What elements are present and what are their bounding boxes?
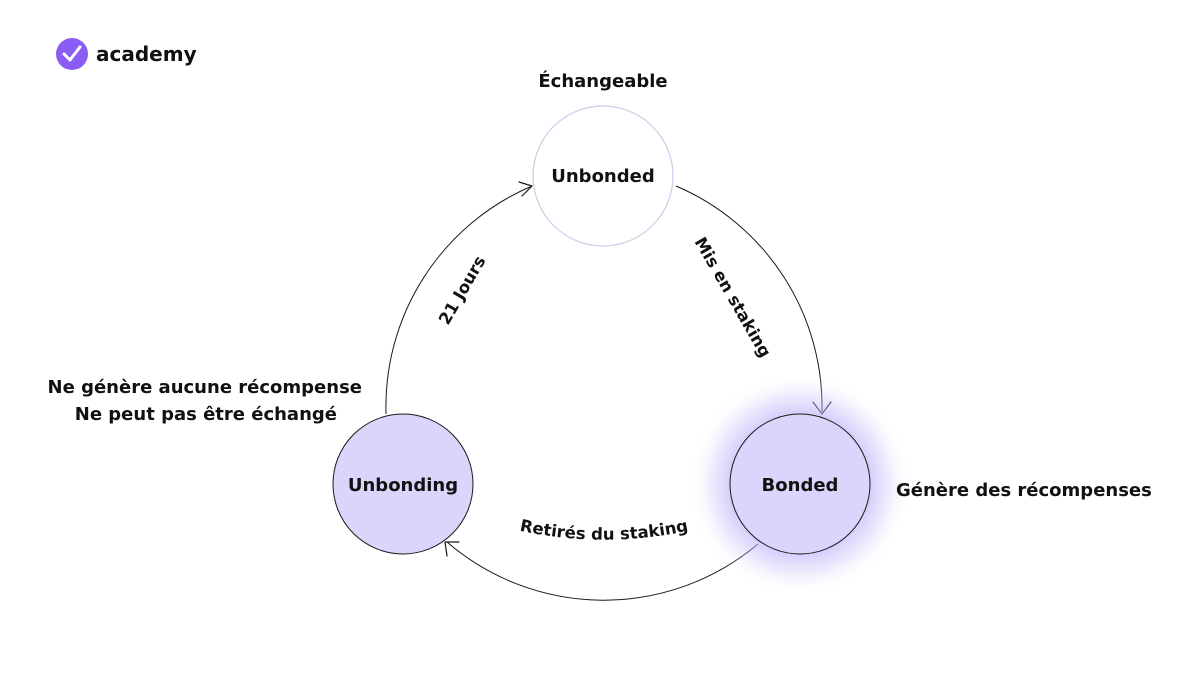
state-bonded: Bonded Génère des récompenses xyxy=(688,372,1152,596)
logo-badge-icon xyxy=(56,38,88,70)
brand-name: academy xyxy=(96,42,197,66)
unbonded-label: Unbonded xyxy=(551,166,654,187)
unbonding-note-line1: Ne génère aucune récompense xyxy=(48,377,362,398)
arc-stake xyxy=(675,185,823,413)
stake-transition-label: Mis en staking xyxy=(691,234,775,361)
unbonded-node xyxy=(532,105,674,247)
unstake-transition-text: Retirés du staking xyxy=(518,516,689,544)
checkmark-icon xyxy=(62,45,82,62)
unstake-transition-label: Retirés du staking xyxy=(518,516,689,544)
bonded-note: Génère des récompenses xyxy=(896,480,1152,501)
brand-logo[interactable]: academy xyxy=(56,38,197,70)
arc-unstake xyxy=(446,541,759,601)
arrowhead-unstake-icon xyxy=(444,541,460,557)
unbonding-node xyxy=(332,413,474,555)
arc-wait xyxy=(385,185,533,415)
bonded-label: Bonded xyxy=(762,475,839,496)
wait-transition-label: 21 Jours xyxy=(435,252,489,327)
unbonding-label: Unbonding xyxy=(348,475,458,496)
arrowhead-wait-icon xyxy=(518,181,533,197)
unbonded-note: Échangeable xyxy=(538,70,667,92)
unbonding-note-line2: Ne peut pas être échangé xyxy=(75,404,337,425)
state-unbonding: Unbonding Ne génère aucune récompense Ne… xyxy=(48,377,474,555)
bonded-node xyxy=(729,413,871,555)
state-unbonded: Unbonded Échangeable xyxy=(532,70,674,247)
